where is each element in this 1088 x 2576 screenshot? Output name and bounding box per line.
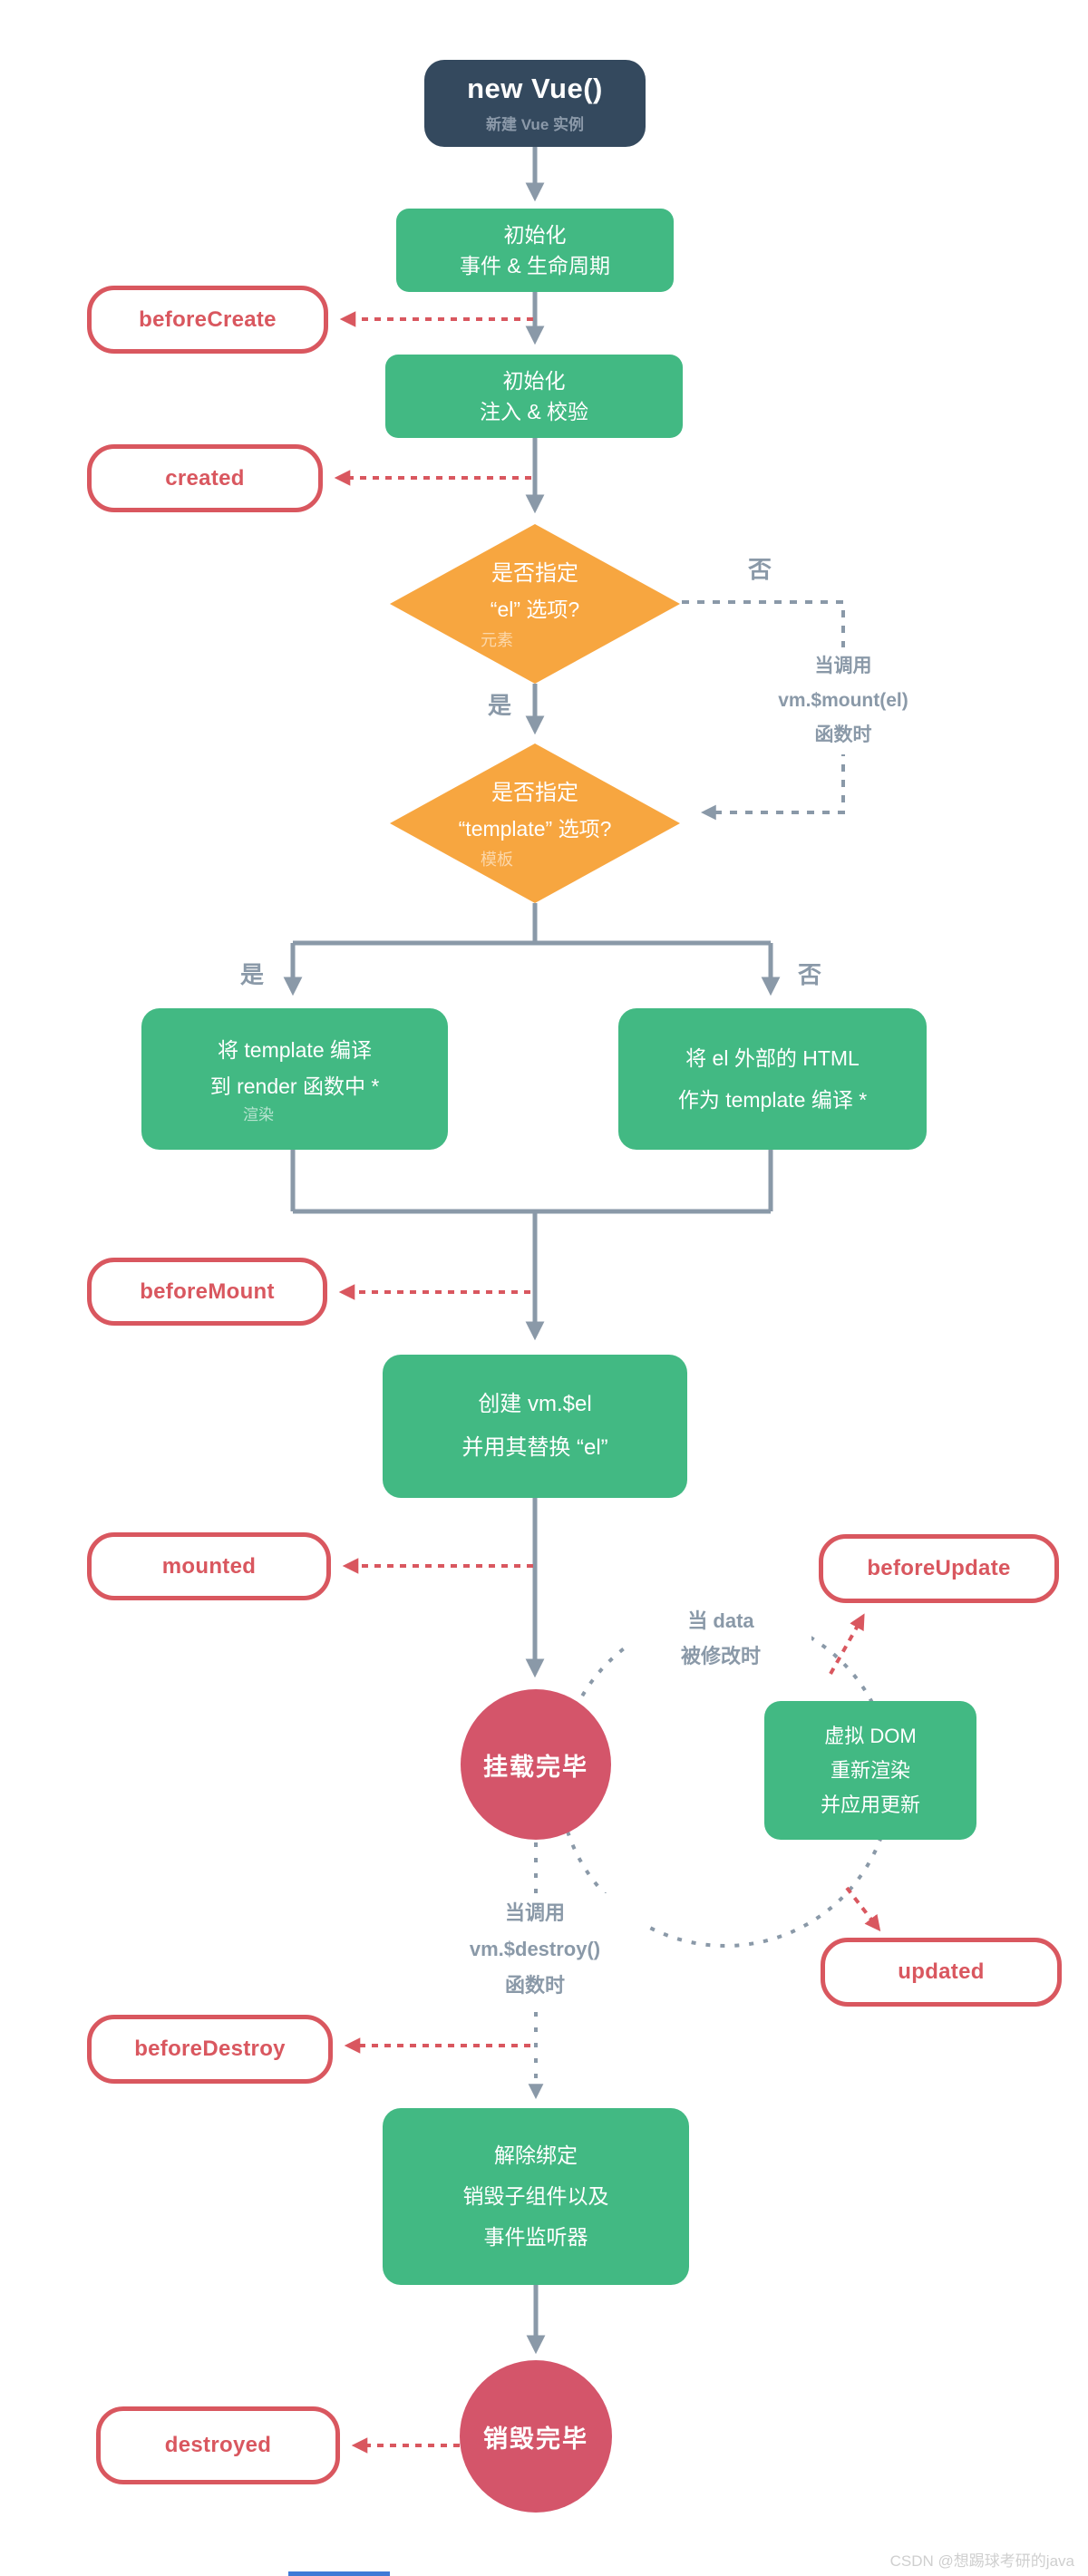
mount-note-line2: vm.$mount(el) — [778, 690, 908, 711]
teardown-line1: 解除绑定 — [494, 2143, 578, 2167]
init-events-line1: 初始化 — [503, 223, 567, 247]
destroyed-state-circle: 销毁完毕 — [460, 2360, 612, 2513]
create-el-box: 创建 vm.$el 并用其替换 “el” — [383, 1355, 687, 1498]
virtual-dom-line2: 重新渲染 — [830, 1758, 910, 1782]
hook-mounted-label: mounted — [161, 1553, 257, 1579]
branch-yes-el: 是 — [487, 692, 511, 719]
destroy-note: 当调用 vm.$destroy() 函数时 — [426, 1893, 644, 2006]
hook-beforeCreate: beforeCreate — [87, 286, 328, 354]
mount-note-line3: 函数时 — [814, 724, 872, 745]
diamond-template-text: 是否指定 “template” 选项? — [381, 776, 689, 847]
mounted-state-label: 挂载完毕 — [483, 1753, 588, 1781]
data-changed-line2: 被修改时 — [680, 1645, 761, 1667]
init-events-line2: 事件 & 生命周期 — [459, 254, 611, 277]
diamond-template-shape — [390, 744, 680, 903]
branch-yes-template: 是 — [239, 961, 264, 988]
virtual-dom-line1: 虚拟 DOM — [824, 1724, 917, 1747]
compile-template-subtitle: 渲染 — [243, 1106, 274, 1123]
branch-no-el: 否 — [747, 556, 772, 583]
bottom-blue-underline — [288, 2571, 390, 2576]
diamond-template-line2: “template” 选项? — [458, 817, 612, 841]
hook-beforeMount: beforeMount — [87, 1258, 327, 1326]
destroy-note-line2: vm.$destroy() — [469, 1938, 601, 1960]
mount-note-line1: 当调用 — [814, 656, 872, 676]
hook-beforeDestroy-label: beforeDestroy — [134, 2036, 286, 2061]
hook-created: created — [87, 444, 323, 512]
branch-no-template: 否 — [797, 961, 821, 988]
create-el-line1: 创建 vm.$el — [478, 1392, 592, 1416]
diamond-el-line1: 是否指定 — [491, 561, 578, 586]
teardown-line3: 事件监听器 — [483, 2225, 588, 2249]
hook-beforeUpdate-label: beforeUpdate — [867, 1556, 1011, 1580]
new-vue-subtitle: 新建 Vue 实例 — [486, 116, 584, 133]
teardown-line2: 销毁子组件以及 — [462, 2184, 609, 2208]
hook-mounted: mounted — [87, 1532, 331, 1600]
data-changed-line1: 当 data — [687, 1609, 754, 1632]
hook-updated-label: updated — [898, 1959, 985, 1984]
compile-el-box: 将 el 外部的 HTML 作为 template 编译 * — [618, 1008, 927, 1150]
diamond-el-text: 是否指定 “el” 选项? — [390, 557, 680, 627]
diamond-template-line1: 是否指定 — [491, 781, 578, 805]
compile-template-box: 将 template 编译 到 render 函数中 * 渲染 — [141, 1008, 448, 1150]
diamond-el-line2: “el” 选项? — [490, 598, 580, 621]
new-vue-title: new Vue() — [467, 73, 603, 104]
init-events-box: 初始化 事件 & 生命周期 — [396, 209, 674, 292]
hook-beforeDestroy: beforeDestroy — [87, 2015, 333, 2084]
virtual-dom-line3: 并应用更新 — [820, 1793, 920, 1816]
diamond-el-shape — [390, 524, 680, 684]
compile-el-line2: 作为 template 编译 * — [677, 1088, 868, 1112]
hook-destroyed: destroyed — [96, 2406, 340, 2484]
init-injections-line2: 注入 & 校验 — [479, 400, 589, 423]
hook-updated: updated — [821, 1938, 1062, 2007]
create-el-line2: 并用其替换 “el” — [461, 1435, 608, 1460]
init-injections-line1: 初始化 — [502, 369, 566, 393]
csdn-watermark: CSDN @想踢球考研的java — [889, 2552, 1074, 2570]
destroy-note-line3: 函数时 — [504, 1974, 565, 1997]
diamond-el-subtitle: 元素 — [481, 631, 513, 649]
hook-beforeMount-label: beforeMount — [140, 1278, 275, 1304]
teardown-box: 解除绑定 销毁子组件以及 事件监听器 — [383, 2108, 689, 2285]
hook-beforeUpdate: beforeUpdate — [819, 1534, 1059, 1603]
new-vue-box: new Vue() 新建 Vue 实例 — [424, 60, 646, 147]
destroyed-state-label: 销毁完毕 — [483, 2425, 588, 2453]
compile-el-line1: 将 el 外部的 HTML — [685, 1046, 860, 1070]
hook-beforeCreate-label: beforeCreate — [139, 306, 277, 332]
hook-arrows — [334, 311, 881, 2454]
mount-note: 当调用 vm.$mount(el) 函数时 — [734, 647, 952, 754]
compile-template-line2: 到 render 函数中 * — [209, 1074, 380, 1098]
mounted-state-circle: 挂载完毕 — [461, 1689, 611, 1840]
init-injections-box: 初始化 注入 & 校验 — [385, 355, 683, 438]
diamond-template-subtitle: 模板 — [481, 851, 513, 869]
compile-template-line1: 将 template 编译 — [218, 1038, 372, 1062]
hook-destroyed-label: destroyed — [164, 2433, 272, 2457]
virtual-dom-box: 虚拟 DOM 重新渲染 并应用更新 — [764, 1701, 976, 1840]
hook-created-label: created — [165, 465, 245, 491]
data-changed-note: 当 data 被修改时 — [630, 1601, 811, 1676]
destroy-note-line1: 当调用 — [504, 1901, 565, 1924]
main-flow-lines — [283, 147, 781, 2355]
